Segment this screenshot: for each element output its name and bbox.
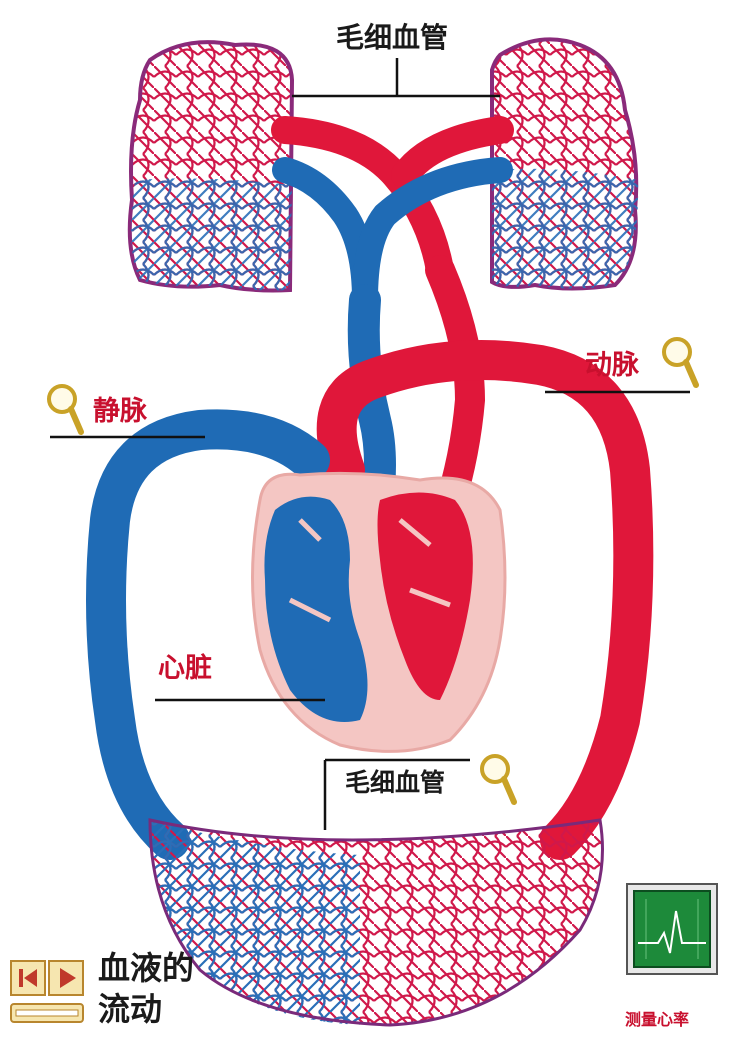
capillary-top-label: 毛细血管 xyxy=(336,24,448,52)
magnifier-icon[interactable] xyxy=(660,335,700,390)
blood-flow-label-line2: 流动 xyxy=(98,993,162,1025)
left-lung xyxy=(130,42,292,290)
heart-label: 心脏 xyxy=(158,655,212,682)
heart-rate-label: 测量心率 xyxy=(625,1012,689,1028)
blood-flow-label-line1: 血液的 xyxy=(98,952,194,984)
magnifier-icon[interactable] xyxy=(478,752,518,807)
magnifier-icon[interactable] xyxy=(45,382,85,437)
progress-bar[interactable] xyxy=(10,1003,84,1023)
vein-label: 静脉 xyxy=(93,398,147,425)
body-capillaries xyxy=(150,820,603,1025)
artery-label: 动脉 xyxy=(585,352,639,379)
right-lung xyxy=(492,39,638,288)
capillary-bottom-label: 毛细血管 xyxy=(345,770,445,795)
heart xyxy=(253,473,506,751)
heart-rate-monitor-icon[interactable] xyxy=(626,883,718,975)
play-icon[interactable] xyxy=(48,960,84,996)
step-back-icon[interactable] xyxy=(10,960,46,996)
